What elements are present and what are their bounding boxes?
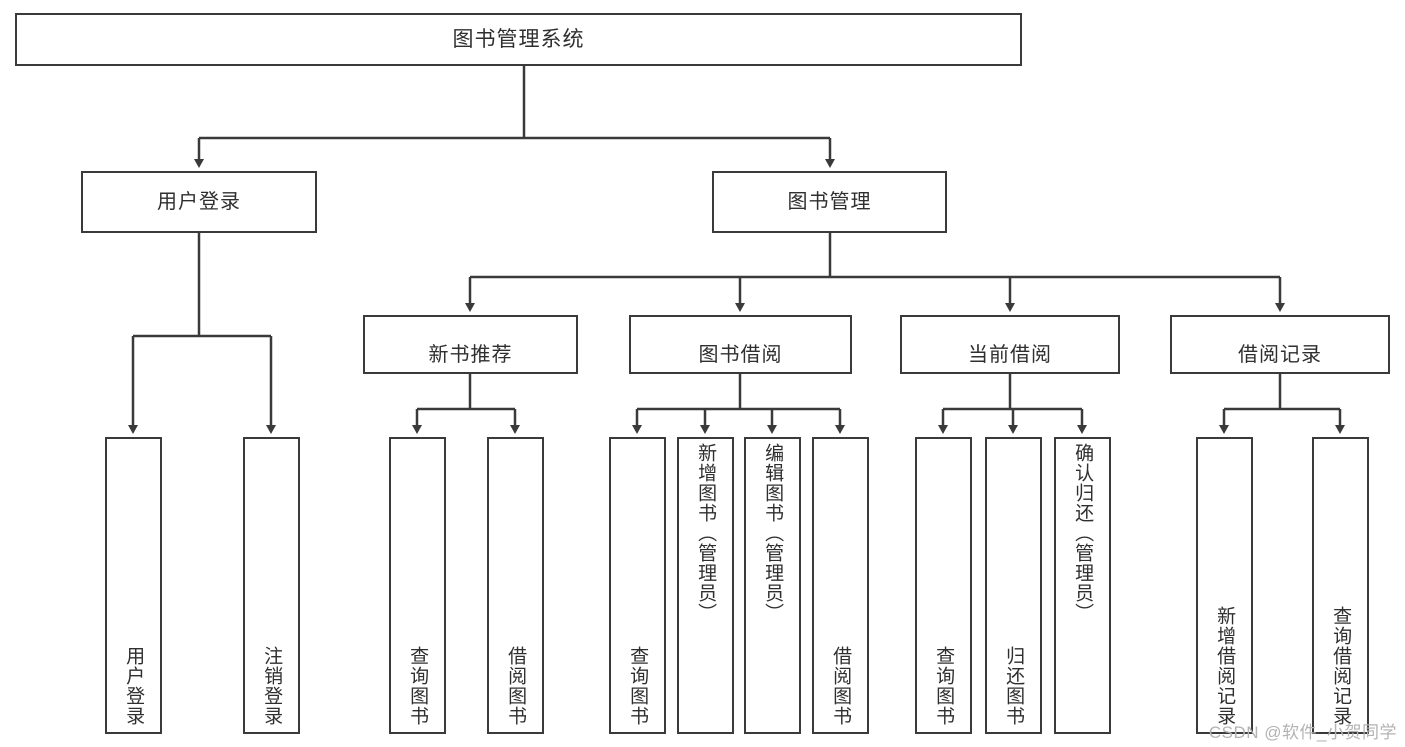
node-label: 查询图书 xyxy=(933,646,955,726)
leaf-leaf-add-book[interactable]: 新增图书（管理员） xyxy=(677,437,734,734)
node-root[interactable]: 图书管理系统 xyxy=(15,13,1022,66)
node-label: 借阅记录 xyxy=(1238,344,1322,366)
node-label: 编辑图书（管理员） xyxy=(762,443,784,623)
node-label: 用户登录 xyxy=(123,646,145,726)
leaf-leaf-logout[interactable]: 注销登录 xyxy=(243,437,300,734)
node-label: 归还图书 xyxy=(1003,646,1025,726)
node-book-management[interactable]: 图书管理 xyxy=(712,171,947,233)
node-book-borrow[interactable]: 图书借阅 xyxy=(629,315,852,374)
node-label: 图书管理 xyxy=(787,191,872,213)
node-label: 查询图书 xyxy=(407,646,429,726)
leaf-leaf-borrow-book[interactable]: 借阅图书 xyxy=(812,437,869,734)
node-label: 查询图书 xyxy=(627,646,649,726)
leaf-leaf-query-book-current[interactable]: 查询图书 xyxy=(915,437,972,734)
node-label: 图书管理系统 xyxy=(452,27,585,51)
node-label: 用户登录 xyxy=(157,191,241,213)
node-label: 新增图书（管理员） xyxy=(695,443,717,623)
node-label: 确认归还（管理员） xyxy=(1072,443,1094,623)
leaf-leaf-add-borrow-record[interactable]: 新增借阅记录 xyxy=(1196,437,1253,734)
node-label: 新增借阅记录 xyxy=(1214,606,1236,726)
node-current-borrow[interactable]: 当前借阅 xyxy=(900,315,1120,374)
node-label: 图书借阅 xyxy=(698,344,783,366)
node-new-book-recommend[interactable]: 新书推荐 xyxy=(363,315,578,374)
node-label: 注销登录 xyxy=(261,646,283,726)
leaf-leaf-user-login[interactable]: 用户登录 xyxy=(105,437,162,734)
leaf-leaf-confirm-return[interactable]: 确认归还（管理员） xyxy=(1054,437,1111,734)
leaf-leaf-borrow-book-recommend[interactable]: 借阅图书 xyxy=(487,437,544,734)
node-borrow-record[interactable]: 借阅记录 xyxy=(1170,315,1390,374)
node-label: 当前借阅 xyxy=(968,344,1052,366)
node-label: 借阅图书 xyxy=(505,646,527,726)
node-label: 查询借阅记录 xyxy=(1330,606,1352,726)
leaf-leaf-query-borrow-record[interactable]: 查询借阅记录 xyxy=(1312,437,1369,734)
leaf-leaf-return-book[interactable]: 归还图书 xyxy=(985,437,1042,734)
leaf-leaf-query-book-recommend[interactable]: 查询图书 xyxy=(389,437,446,734)
watermark-label: CSDN @软件_小贺同学 xyxy=(1208,723,1397,742)
leaf-leaf-query-book-borrow[interactable]: 查询图书 xyxy=(609,437,666,734)
node-user-login[interactable]: 用户登录 xyxy=(81,171,317,233)
node-label: 借阅图书 xyxy=(830,646,852,726)
node-label: 新书推荐 xyxy=(428,344,513,366)
leaf-leaf-edit-book[interactable]: 编辑图书（管理员） xyxy=(744,437,801,734)
